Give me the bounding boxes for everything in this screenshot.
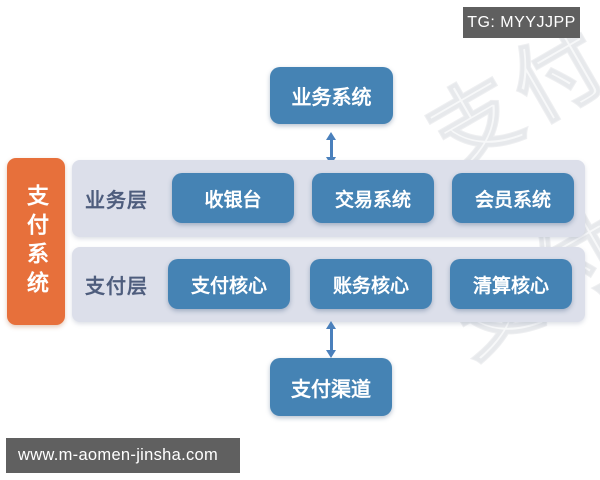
website-url-badge: www.m-aomen-jinsha.com bbox=[6, 438, 240, 473]
node-accounting-core: 账务核心 bbox=[310, 259, 432, 309]
arrow-line bbox=[330, 327, 333, 352]
payment-system-side-label: 支付系统 bbox=[7, 158, 65, 325]
telegram-tag-badge: TG: MYYJJPP bbox=[463, 7, 580, 38]
node-business-system: 业务系统 bbox=[270, 67, 393, 124]
business-layer-label: 业务层 bbox=[85, 190, 148, 212]
bottom-connector-arrow bbox=[326, 321, 337, 358]
node-clearing-core: 清算核心 bbox=[450, 259, 572, 309]
node-payment-core: 支付核心 bbox=[168, 259, 290, 309]
node-member-system: 会员系统 bbox=[452, 173, 574, 223]
node-cashier: 收银台 bbox=[172, 173, 294, 223]
node-trade-system: 交易系统 bbox=[312, 173, 434, 223]
payment-layer-band: 支付层 支付核心 账务核心 清算核心 bbox=[72, 247, 585, 322]
business-layer-band: 业务层 收银台 交易系统 会员系统 bbox=[72, 160, 585, 237]
payment-layer-label: 支付层 bbox=[85, 276, 148, 298]
node-payment-channel: 支付渠道 bbox=[270, 358, 392, 416]
arrow-line bbox=[330, 138, 333, 159]
